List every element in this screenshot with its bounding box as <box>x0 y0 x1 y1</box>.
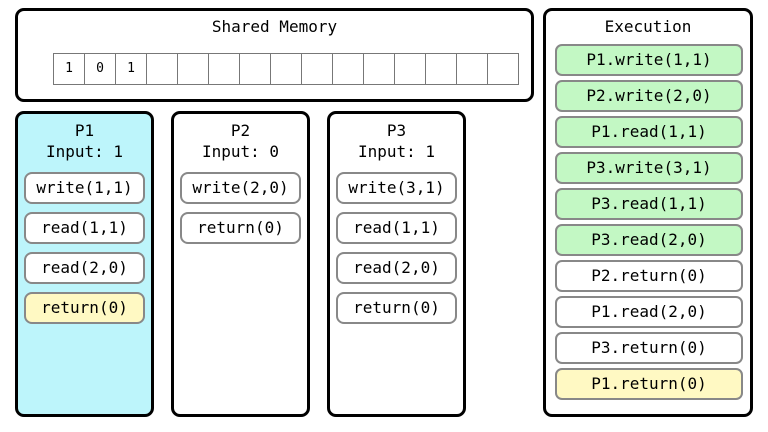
execution-step: P1.read(2,0) <box>555 296 743 328</box>
process-input: Input: 1 <box>45 142 124 161</box>
memory-cell <box>208 53 240 85</box>
execution-step: P1.write(1,1) <box>555 44 743 76</box>
memory-cell <box>301 53 333 85</box>
operation-item: read(2,0) <box>24 252 145 284</box>
process-input: Input: 1 <box>357 142 436 161</box>
process-p2-panel: P2 Input: 0 write(2,0) return(0) <box>171 111 310 417</box>
execution-step: P3.return(0) <box>555 332 743 364</box>
memory-cell <box>177 53 209 85</box>
execution-step: P3.read(2,0) <box>555 224 743 256</box>
operation-item: write(3,1) <box>336 172 457 204</box>
execution-step: P1.read(1,1) <box>555 116 743 148</box>
process-p3-panel: P3 Input: 1 write(3,1) read(1,1) read(2,0)… <box>327 111 466 417</box>
memory-cell <box>270 53 302 85</box>
memory-cell <box>456 53 488 85</box>
execution-step: P3.read(1,1) <box>555 188 743 220</box>
operation-item: read(1,1) <box>24 212 145 244</box>
shared-memory-title: Shared Memory <box>211 17 338 36</box>
execution-step: P3.write(3,1) <box>555 152 743 184</box>
operation-item: read(1,1) <box>336 212 457 244</box>
operation-item: return(0) <box>336 292 457 324</box>
memory-cell: 1 <box>115 53 147 85</box>
memory-cell <box>394 53 426 85</box>
execution-panel: Execution P1.write(1,1) P2.write(2,0) P1.r… <box>543 8 753 417</box>
process-p1-panel: P1 Input: 1 write(1,1) read(1,1) read(2,0)… <box>15 111 154 417</box>
execution-step: P2.return(0) <box>555 260 743 292</box>
process-input: Input: 0 <box>201 142 280 161</box>
memory-cell <box>487 53 519 85</box>
memory-cell <box>332 53 364 85</box>
memory-cell <box>146 53 178 85</box>
operation-item: read(2,0) <box>336 252 457 284</box>
memory-cell <box>363 53 395 85</box>
memory-cell: 1 <box>53 53 85 85</box>
memory-cell <box>239 53 271 85</box>
operation-item: return(0) <box>24 292 145 324</box>
execution-step: P1.return(0) <box>555 368 743 400</box>
process-name: P3 <box>386 121 407 140</box>
process-name: P1 <box>74 121 95 140</box>
process-name: P2 <box>230 121 251 140</box>
execution-step: P2.write(2,0) <box>555 80 743 112</box>
memory-cell: 0 <box>84 53 116 85</box>
memory-cell <box>425 53 457 85</box>
operation-item: write(2,0) <box>180 172 301 204</box>
execution-title: Execution <box>604 17 692 36</box>
operation-item: return(0) <box>180 212 301 244</box>
operation-item: write(1,1) <box>24 172 145 204</box>
